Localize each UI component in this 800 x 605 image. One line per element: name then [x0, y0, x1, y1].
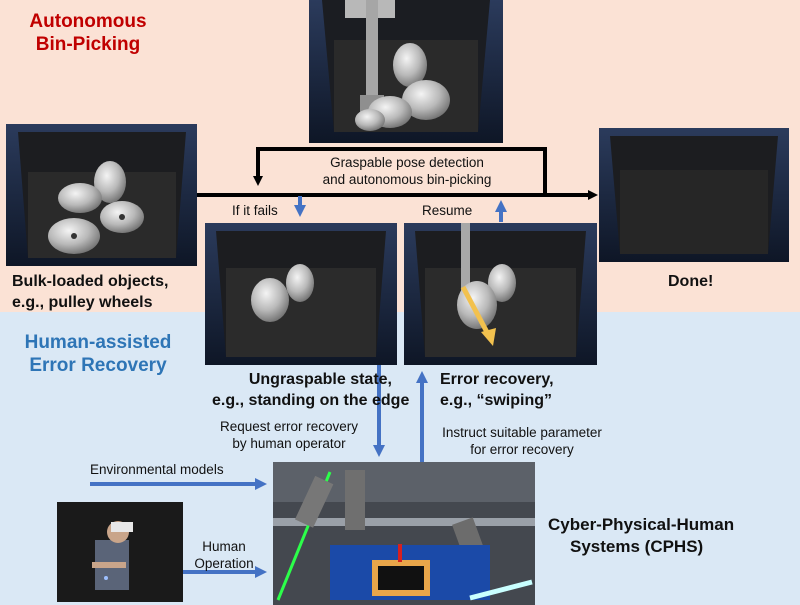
photo-cphs-virtual-env: [273, 462, 535, 605]
graspable-pose-label: Graspable pose detection and autonomous …: [292, 154, 522, 188]
error-recovery-caption: Error recovery, e.g., “swiping”: [440, 369, 554, 411]
autonomous-title-line2: Bin-Picking: [35, 34, 141, 55]
ungraspable-caption: Ungraspable state, e.g., standing on the…: [212, 369, 410, 411]
photo-human-operator-vr: [57, 502, 183, 602]
cphs-caption: Cyber-Physical-Human Systems (CPHS): [548, 514, 734, 558]
autonomous-loop-arrows: [197, 147, 598, 200]
graspable-pose-label-line1: Graspable pose detection: [330, 155, 484, 170]
if-it-fails-label: If it fails: [232, 203, 278, 218]
human-assisted-title: Human-assisted Error Recovery: [8, 331, 188, 377]
cphs-caption-line1: Cyber-Physical-Human: [548, 515, 735, 534]
human-operation-label-line1: Human: [202, 539, 246, 554]
done-caption: Done!: [668, 273, 714, 290]
instruct-parameter-label-line2: for error recovery: [470, 442, 574, 457]
human-operation-label: Human Operation: [190, 538, 258, 572]
request-error-recovery-label: Request error recovery by human operator: [204, 418, 374, 452]
photo-bulk-loaded: [6, 124, 197, 266]
bulk-loaded-caption: Bulk-loaded objects, e.g., pulley wheels: [12, 271, 168, 313]
instruct-parameter-label-line1: Instruct suitable parameter: [442, 425, 602, 440]
environmental-models-label: Environmental models: [90, 462, 224, 477]
bulk-loaded-caption-line2: e.g., pulley wheels: [12, 294, 153, 311]
photo-ungraspable-state: [205, 223, 397, 365]
blue-flow-arrows: [90, 196, 507, 578]
photo-error-recovery: [404, 223, 597, 365]
error-recovery-caption-line2: e.g., “swiping”: [440, 392, 553, 409]
autonomous-title: Autonomous Bin-Picking: [8, 10, 168, 56]
human-assisted-title-line2: Error Recovery: [29, 355, 167, 376]
autonomous-title-line1: Autonomous: [29, 11, 147, 32]
photo-done-empty-bin: [599, 128, 789, 262]
human-assisted-title-line1: Human-assisted: [24, 332, 172, 353]
human-operation-label-line2: Operation: [194, 556, 254, 571]
request-error-recovery-label-line1: Request error recovery: [219, 419, 359, 434]
instruct-parameter-label: Instruct suitable parameter for error re…: [432, 424, 612, 458]
error-recovery-caption-line1: Error recovery,: [440, 371, 554, 388]
ungraspable-caption-line2: e.g., standing on the edge: [212, 392, 410, 409]
cphs-caption-line2: Systems (CPHS): [570, 537, 704, 556]
graspable-pose-label-line2: and autonomous bin-picking: [322, 172, 492, 187]
photo-robot-picking: [309, 0, 503, 143]
request-error-recovery-label-line2: by human operator: [232, 436, 346, 451]
resume-label: Resume: [422, 203, 473, 218]
bulk-loaded-caption-line1: Bulk-loaded objects,: [12, 273, 169, 290]
ungraspable-caption-line1: Ungraspable state,: [248, 371, 392, 388]
